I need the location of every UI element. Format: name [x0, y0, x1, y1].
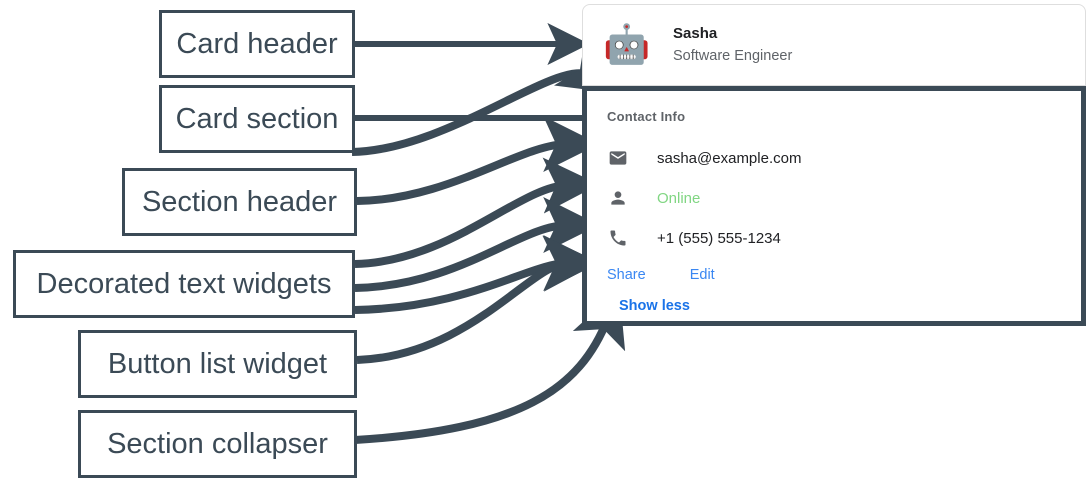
email-value: sasha@example.com	[657, 149, 802, 167]
annotation-label-text: Decorated text widgets	[36, 267, 332, 300]
decorated-text-widget-status: Online	[607, 178, 1081, 218]
annotation-label-button-list-widget: Button list widget	[78, 330, 357, 398]
arrow-decorated-text-3	[354, 235, 600, 314]
person-icon	[607, 187, 629, 209]
edit-button[interactable]: Edit	[689, 267, 715, 283]
annotation-label-text: Section header	[141, 185, 338, 218]
arrow-section-collapser	[354, 288, 626, 444]
arrow-card-section-curve	[351, 38, 617, 156]
card-header-text: Sasha Software Engineer	[673, 24, 792, 67]
arrow-button-list	[356, 235, 600, 364]
annotation-label-text: Card header	[176, 27, 338, 60]
status-value: Online	[657, 189, 701, 207]
card-section: Contact Info sasha@example.com Online +1…	[582, 86, 1086, 326]
annotation-label-card-header: Card header	[159, 10, 355, 78]
phone-value: +1 (555) 555-1234	[657, 229, 781, 247]
annotation-label-text: Section collapser	[107, 427, 328, 460]
email-icon	[607, 147, 629, 169]
arrow-decorated-text-1	[354, 157, 600, 268]
annotation-label-section-header: Section header	[122, 168, 357, 236]
arrow-section-header	[356, 116, 600, 205]
card-header-title: Sasha	[673, 24, 718, 42]
decorated-text-widget-phone: +1 (555) 555-1234	[607, 218, 1081, 258]
phone-icon	[607, 227, 629, 249]
arrow-decorated-text-2	[354, 197, 600, 292]
card-header: 🤖 Sasha Software Engineer	[582, 4, 1086, 86]
share-button[interactable]: Share	[607, 267, 646, 283]
robot-avatar-icon: 🤖	[603, 24, 651, 66]
button-list-widget: Share Edit	[607, 262, 1081, 288]
annotation-label-text: Card section	[175, 102, 339, 135]
annotation-label-text: Button list widget	[107, 347, 328, 380]
annotation-label-section-collapser: Section collapser	[78, 410, 357, 478]
annotation-label-decorated-text-widgets: Decorated text widgets	[13, 250, 355, 318]
decorated-text-widget-email: sasha@example.com	[607, 138, 1081, 178]
annotation-label-card-section: Card section	[159, 85, 355, 153]
section-collapser-button[interactable]: Show less	[619, 298, 690, 314]
card-header-subtitle: Software Engineer	[673, 47, 793, 64]
section-header: Contact Info	[607, 109, 686, 124]
